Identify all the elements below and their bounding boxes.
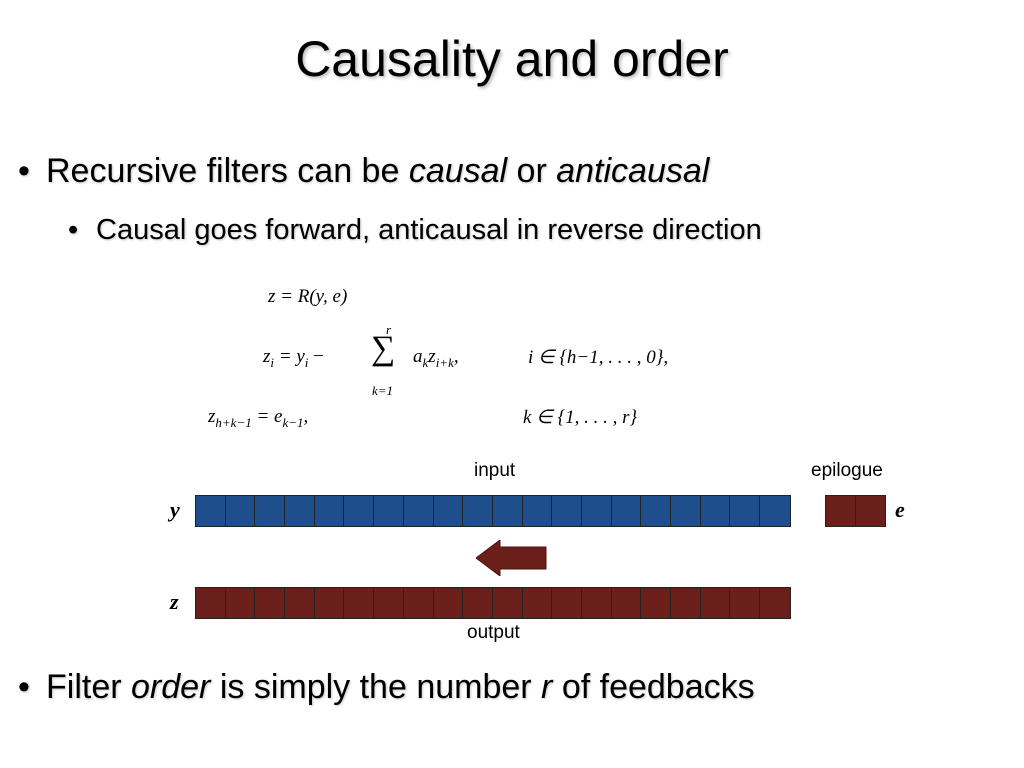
input-array: [195, 495, 791, 527]
equation-2-condition: i ∈ {h−1, . . . , 0},: [528, 347, 669, 368]
output-cell: [374, 588, 404, 618]
output-array: [195, 587, 791, 619]
sum-top: r: [386, 322, 392, 337]
equation-3-lhs: zh+k−1 = ek−1,: [208, 406, 309, 430]
sub-bullet-direction: •Causal goes forward, anticausal in reve…: [68, 214, 762, 246]
output-cell: [196, 588, 226, 618]
output-cell: [225, 588, 256, 618]
input-cell: [196, 496, 226, 526]
epilogue-cell: [826, 496, 856, 526]
input-cell: [671, 496, 701, 526]
bullet-filter-order: •Filter order is simply the number r of …: [18, 668, 755, 706]
input-cell: [730, 496, 761, 526]
input-cell: [611, 496, 642, 526]
output-cell: [344, 588, 375, 618]
output-cell: [552, 588, 582, 618]
input-cell: [581, 496, 612, 526]
input-cell: [255, 496, 286, 526]
input-cell: [225, 496, 256, 526]
epilogue-cell: [855, 496, 886, 526]
equation-1: z = R(y, e): [268, 286, 348, 307]
sum-sign: ∑: [371, 330, 396, 367]
output-cell: [522, 588, 553, 618]
input-cell: [760, 496, 790, 526]
input-cell: [285, 496, 315, 526]
output-label: output: [467, 622, 520, 643]
input-cell: [522, 496, 553, 526]
epilogue-label: epilogue: [811, 460, 883, 481]
equation-2-lhs: zi = yi −: [263, 346, 324, 370]
output-cell: [403, 588, 434, 618]
input-cell: [314, 496, 345, 526]
equation-3-condition: k ∈ {1, . . . , r}: [523, 407, 638, 428]
equation-2-term: akzi+k,: [413, 346, 459, 370]
reverse-arrow-icon: [476, 540, 547, 576]
output-cell: [433, 588, 464, 618]
bullet-dot: •: [68, 214, 79, 246]
output-cell: [285, 588, 315, 618]
bullet-dot: •: [18, 152, 30, 190]
input-cell: [492, 496, 523, 526]
epilogue-array: [825, 495, 887, 527]
z-label: z: [170, 589, 179, 614]
input-cell: [374, 496, 404, 526]
output-cell: [730, 588, 761, 618]
output-cell: [255, 588, 286, 618]
input-cell: [463, 496, 493, 526]
output-cell: [700, 588, 731, 618]
slide-title: Causality and order: [295, 31, 729, 87]
y-label: y: [170, 497, 180, 522]
input-cell: [344, 496, 375, 526]
input-label: input: [474, 460, 516, 481]
input-cell: [552, 496, 582, 526]
output-cell: [314, 588, 345, 618]
sum-bottom: k=1: [372, 383, 394, 398]
output-cell: [581, 588, 612, 618]
e-label: e: [895, 497, 905, 522]
output-cell: [611, 588, 642, 618]
bullet-dot: •: [18, 668, 30, 706]
output-cell: [760, 588, 790, 618]
output-cell: [492, 588, 523, 618]
input-cell: [433, 496, 464, 526]
output-cell: [641, 588, 671, 618]
output-cell: [671, 588, 701, 618]
bullet-recursive-filters: •Recursive filters can be causal or anti…: [18, 152, 710, 190]
input-cell: [700, 496, 731, 526]
output-cell: [463, 588, 493, 618]
input-cell: [641, 496, 671, 526]
input-cell: [403, 496, 434, 526]
